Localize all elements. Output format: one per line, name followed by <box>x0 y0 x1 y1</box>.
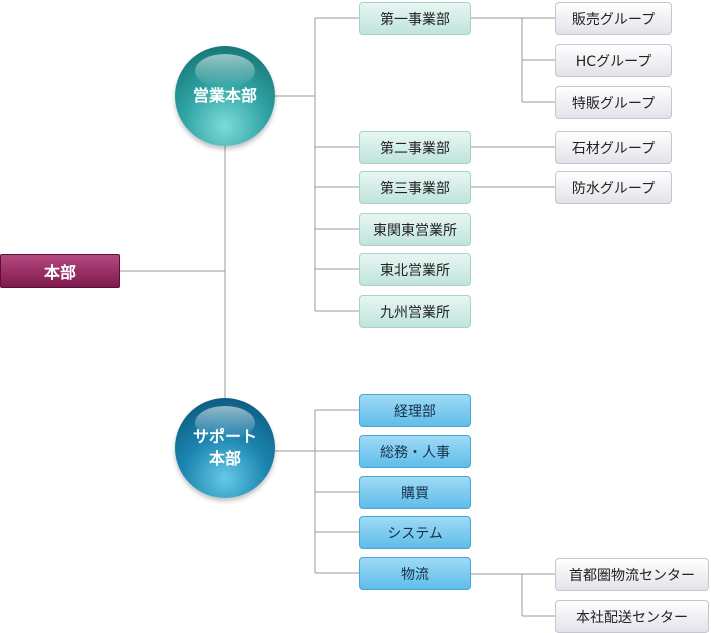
group-hc: HCグループ <box>555 44 672 77</box>
support-dept-system: システム <box>359 516 471 549</box>
sales-hq-label: 営業本部 <box>192 86 257 105</box>
support-dept-accounting: 経理部 <box>359 394 471 427</box>
root-node: 本部 <box>0 254 120 288</box>
group-tokuhan: 特販グループ <box>555 86 672 119</box>
sales-office-tohoku: 東北営業所 <box>359 253 471 286</box>
sales-dept-1: 第一事業部 <box>359 2 471 35</box>
support-dept-purchasing: 購買 <box>359 476 471 509</box>
group-shutoken-logistics: 首都圏物流センター <box>555 558 709 591</box>
support-hq-label-line1: サポート <box>192 427 257 446</box>
sales-office-higashikanto: 東関東営業所 <box>359 213 471 246</box>
sales-dept-3: 第三事業部 <box>359 171 471 204</box>
support-dept-logistics: 物流 <box>359 557 471 590</box>
sales-office-kyushu: 九州営業所 <box>359 295 471 328</box>
group-honsha-delivery: 本社配送センター <box>555 600 709 633</box>
support-hq-node: サポート 本部 <box>175 398 275 498</box>
support-dept-general-affairs: 総務・人事 <box>359 435 471 468</box>
group-sekizai: 石材グループ <box>555 131 672 164</box>
group-hanbai: 販売グループ <box>555 2 672 35</box>
sales-dept-2: 第二事業部 <box>359 131 471 164</box>
support-hq-label-line2: 本部 <box>208 449 241 468</box>
sales-hq-highlight <box>195 54 255 88</box>
sales-hq-node: 営業本部 <box>175 46 275 146</box>
group-bousui: 防水グループ <box>555 171 672 204</box>
